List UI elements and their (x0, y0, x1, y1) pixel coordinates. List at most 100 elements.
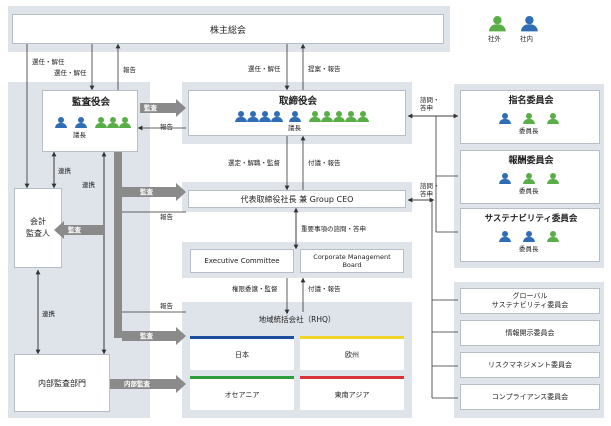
proposal-report-label: 提案・報告 (308, 65, 341, 73)
global-sustainability-committee-box: グローバル サステナビリティ委員会 (460, 288, 600, 314)
compliance-committee-title: コンプライアンス委員会 (491, 393, 569, 401)
audit-arrow-board-label: 監査 (144, 104, 157, 112)
report-label-1: 報告 (123, 66, 136, 74)
remuneration-committee-box: 報酬委員会 委員長 (460, 150, 600, 204)
audit-chair-label: 議長 (73, 131, 86, 139)
board-member-icon (247, 111, 259, 122)
refer-report-label-1: 付議・報告 (308, 159, 341, 167)
appoint-supervise-label: 選定・解職・監督 (228, 159, 280, 167)
nomination-outside-member-icon (547, 113, 559, 124)
sustainability-outside-member-icon (547, 231, 559, 242)
audit-member-icon (55, 117, 67, 128)
corporate-management-board-box: Corporate Management Board (300, 249, 404, 273)
consult-answer-label-2b: 答申 (420, 190, 433, 198)
internal-audit-arrow-head (176, 375, 186, 393)
elect-dismiss-label-1: 選任・解任 (32, 58, 65, 66)
outside-person-icon (489, 16, 506, 32)
board-title: 取締役会 (278, 96, 317, 107)
accounting-auditor-line1: 会計 (30, 217, 46, 226)
disclosure-committee-title: 情報開示委員会 (505, 329, 555, 337)
region-southeast-asia-label: 東南アジア (334, 390, 370, 399)
board-member-icon (271, 111, 283, 122)
audit-board-box: 監査役会 議長 (42, 90, 138, 152)
board-chair-label: 議長 (288, 124, 301, 132)
audit-arrow-ceo-head (176, 183, 186, 201)
report-label-4: 報告 (160, 302, 173, 310)
region-southeast-asia: 東南アジア (300, 376, 404, 410)
nomination-chair-icon (523, 113, 535, 124)
audit-arrow-board: 監査 (140, 103, 176, 113)
inside-person-icon (521, 16, 538, 32)
risk-management-committee-box: リスクマネジメント委員会 (460, 352, 600, 378)
refer-report-label-2: 付議・報告 (308, 285, 341, 293)
sustainability-member-icon (499, 231, 511, 242)
board-of-directors-box: 取締役会 議長 (188, 90, 406, 136)
board-member-icon (259, 111, 271, 122)
shareholders-meeting-title: 株主総会 (209, 25, 246, 36)
cooperation-label-3: 連携 (42, 310, 55, 318)
legend-outside-label: 社外 (488, 35, 501, 43)
disclosure-committee-box: 情報開示委員会 (460, 320, 600, 346)
sustainability-chair-label: 委員長 (519, 245, 539, 253)
rhq-title: 地域統括会社（RHQ） (258, 315, 336, 324)
consult-answer-label-1a: 諮問・ (420, 96, 440, 104)
legend-inside-label: 社内 (520, 35, 533, 43)
internal-audit-arrow: 内部監査 (110, 379, 176, 389)
sustainability-chair-icon (523, 231, 535, 242)
audit-outside-member-icon (119, 117, 131, 128)
report-label-2: 報告 (160, 123, 173, 131)
audit-arrow-board-head (176, 99, 186, 117)
region-europe-label: 欧州 (345, 350, 359, 359)
region-japan-label: 日本 (235, 350, 249, 359)
ceo-box: 代表取締役社長 兼 Group CEO (188, 190, 406, 208)
shareholders-meeting-box: 株主総会 (12, 14, 444, 44)
accounting-auditor-line2: 監査人 (26, 229, 50, 238)
internal-audit-title: 内部監査部門 (38, 378, 86, 388)
region-japan: 日本 (190, 336, 294, 370)
nomination-chair-label: 委員長 (519, 127, 539, 135)
board-outside-member-icon (309, 111, 321, 122)
audit-chair-icon (75, 117, 87, 128)
board-outside-member-icon (357, 111, 369, 122)
elect-dismiss-label-2: 選任・解任 (54, 69, 87, 77)
sustainability-committee-title: サステナビリティ委員会 (484, 214, 578, 224)
region-oceania-label: オセアニア (224, 390, 260, 399)
elect-dismiss-label-3: 選任・解任 (248, 65, 281, 73)
cooperation-label-2: 連携 (82, 181, 95, 189)
audit-arrow-rhq-head (176, 327, 186, 345)
audit-arrow-rhq-label: 監査 (140, 332, 153, 340)
corporate-management-board-line1: Corporate Management (313, 253, 391, 261)
ceo-title: 代表取締役社長 兼 Group CEO (240, 194, 354, 204)
audit-outside-member-icon (107, 117, 119, 128)
audit-board-title: 監査役会 (71, 97, 110, 108)
important-matters-label: 重要事項の諮問・答申 (301, 225, 366, 233)
board-outside-member-icon (333, 111, 345, 122)
audit-arrow-rhq: 監査 (122, 331, 176, 341)
remuneration-committee-title: 報酬委員会 (508, 156, 554, 166)
global-sustainability-line2: サステナビリティ委員会 (491, 301, 569, 309)
executive-committee-title: Executive Committee (204, 257, 280, 265)
report-label-3: 報告 (160, 213, 173, 221)
internal-audit-arrow-label: 内部監査 (124, 380, 150, 388)
audit-arrow-accountant-label: 監査 (68, 226, 81, 234)
remuneration-chair-label: 委員長 (519, 187, 539, 195)
region-oceania: オセアニア (190, 376, 294, 410)
audit-arrow-ceo: 監査 (122, 187, 176, 197)
board-outside-member-icon (321, 111, 333, 122)
cooperation-label-1: 連携 (58, 167, 71, 175)
audit-outside-member-icon (95, 117, 107, 128)
sustainability-committee-box: サステナビリティ委員会 委員長 (460, 208, 600, 262)
audit-trunk-line (114, 152, 122, 338)
nomination-member-icon (499, 113, 511, 124)
board-member-icon (235, 111, 247, 122)
consult-answer-label-2a: 諮問・ (420, 182, 440, 190)
nomination-committee-title: 指名委員会 (508, 96, 554, 106)
region-europe: 欧州 (300, 336, 404, 370)
authority-supervise-label: 権限委譲・監督 (232, 285, 278, 293)
risk-management-committee-title: リスクマネジメント委員会 (488, 361, 572, 369)
remuneration-outside-member-icon (547, 173, 559, 184)
board-chair-icon (289, 111, 301, 122)
remuneration-chair-icon (523, 173, 535, 184)
audit-arrow-ceo-label: 監査 (140, 188, 153, 196)
internal-audit-box: 内部監査部門 (14, 354, 110, 412)
